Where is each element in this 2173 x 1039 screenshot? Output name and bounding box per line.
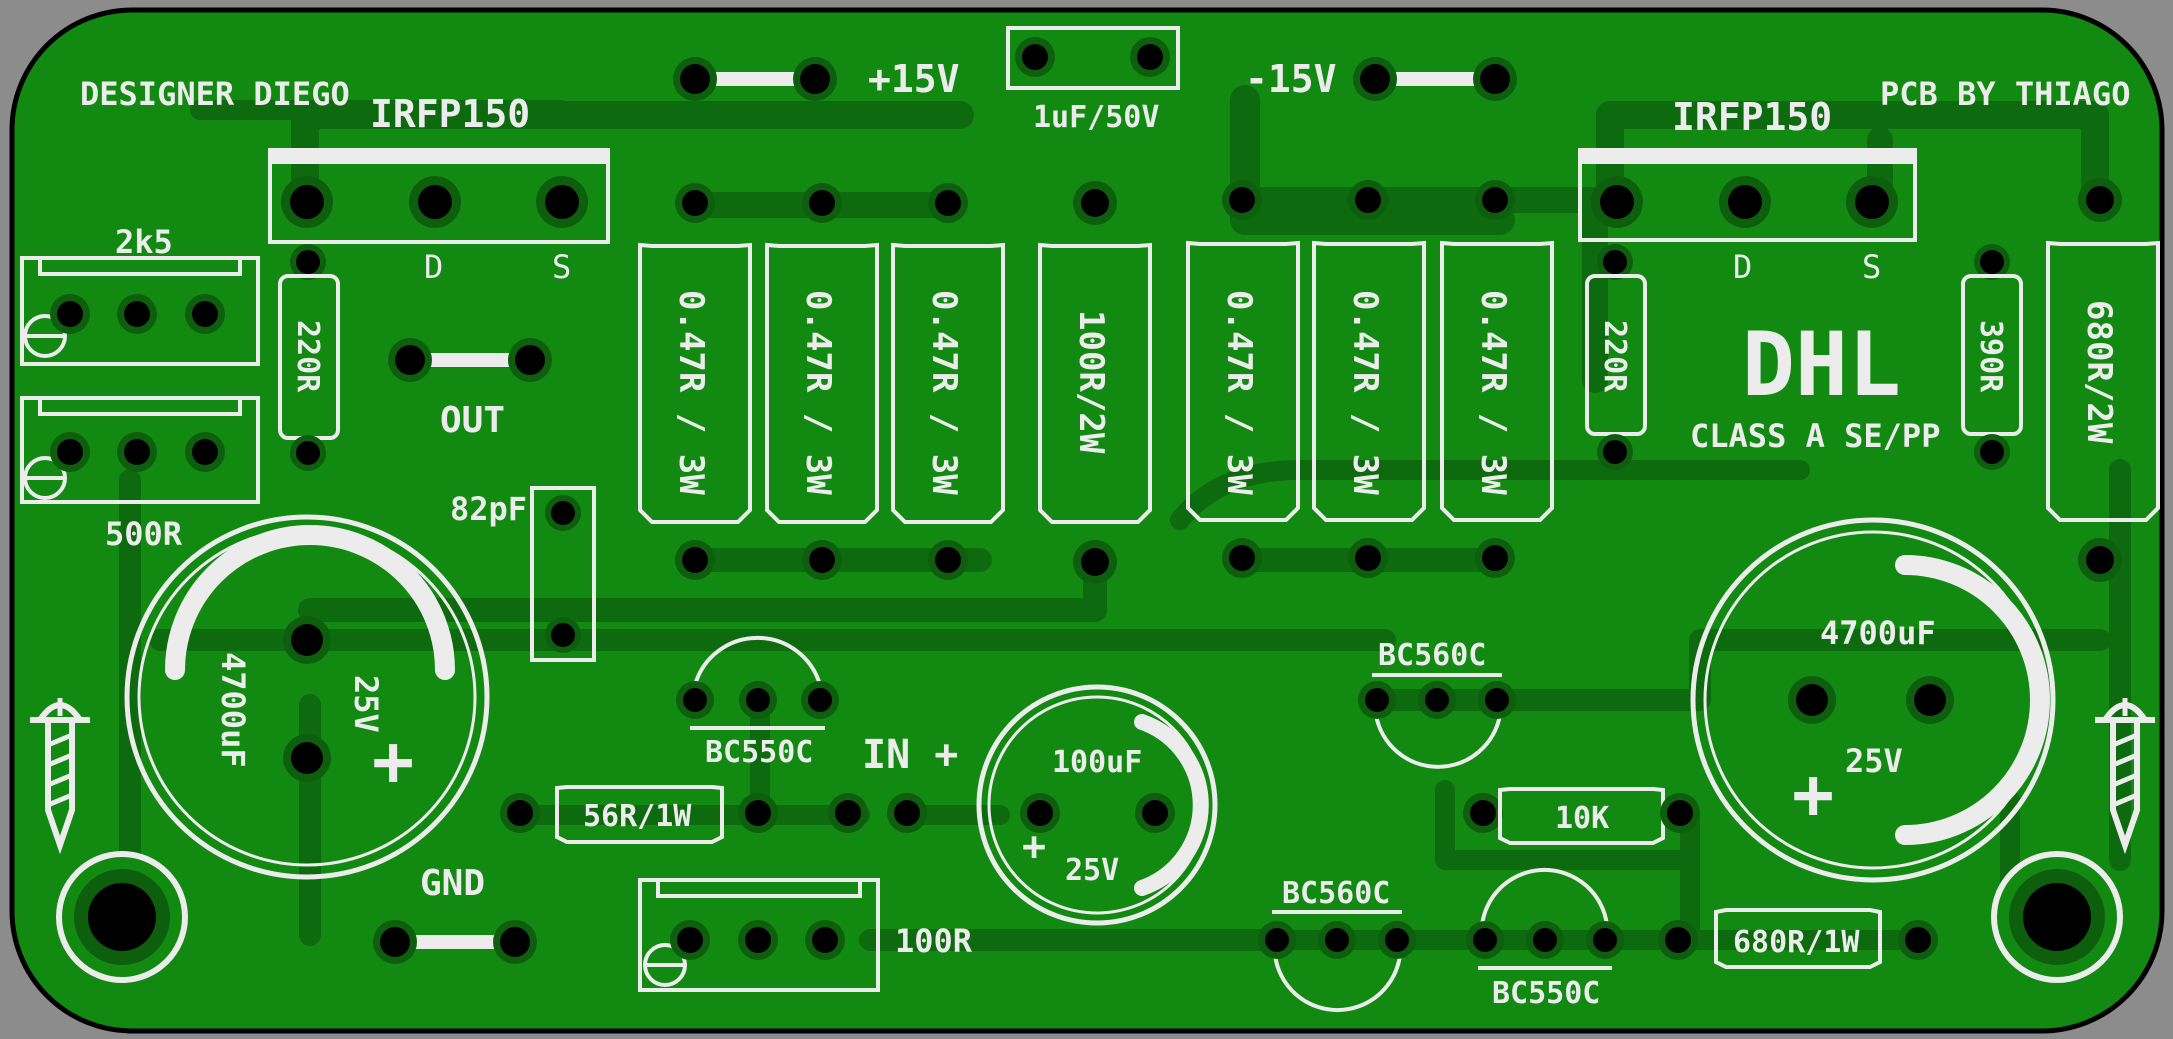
capacitor-4700uf-left-value: 4700uF <box>214 652 252 768</box>
power-resistor-label: 0.47R / 3W <box>924 290 964 495</box>
resistor-680r-1w: 680R/1W <box>1658 908 1938 969</box>
ground-label: GND <box>420 863 485 904</box>
capacitor-100uf: 100uF 25V + <box>976 684 1218 926</box>
power-resistor: 0.47R / 3W <box>1312 180 1426 578</box>
trimmer-500r-label: 500R <box>105 515 183 553</box>
capacitor-82pf: 82pF <box>450 486 596 662</box>
mounting-hole-left <box>56 851 188 983</box>
power-input-positive: +15V <box>673 57 960 101</box>
screw-icon <box>30 698 90 855</box>
transistor-bc550c-top-label: BC550C <box>705 735 813 770</box>
capacitor-100uf-voltage: 25V <box>1065 853 1119 888</box>
power-resistor-label: 100R/2W <box>1071 310 1111 454</box>
mosfet-left-source: S <box>552 248 571 286</box>
resistor-10k-label: 10K <box>1555 801 1609 836</box>
power-resistor: 0.47R / 3W <box>1440 180 1554 578</box>
input-label: IN + <box>862 732 958 778</box>
mosfet-left: IRFP150 D S <box>268 92 610 286</box>
resistor-56r-label: 56R/1W <box>583 799 692 834</box>
screw-icon <box>2095 698 2155 855</box>
capacitor-100uf-polarity: + <box>1022 824 1046 870</box>
power-input-negative: -15V <box>1245 57 1517 101</box>
capacitor-4700uf-right: 4700uF 25V + <box>1690 517 2056 883</box>
output-label: OUT <box>440 400 505 441</box>
capacitor-1uf: 1uF/50V <box>1006 26 1180 135</box>
capacitor-4700uf-right-polarity: + <box>1792 753 1834 835</box>
power-resistor-label: 0.47R / 3W <box>798 290 838 495</box>
resistor-680r-2w: 680R/2W <box>2046 178 2160 582</box>
power-resistor: 0.47R / 3W <box>638 183 752 580</box>
resistor-680r-1w-label: 680R/1W <box>1733 925 1860 960</box>
transistor-bc560c-bottom: BC560C <box>1258 876 1416 1013</box>
pcb-credit: PCB BY THIAGO <box>1880 75 2130 113</box>
trimmer-2k5: 2k5 <box>20 223 260 366</box>
power-resistor: 0.47R / 3W <box>765 183 879 580</box>
mosfet-left-drain: D <box>424 248 443 286</box>
capacitor-4700uf-left-polarity: + <box>372 720 414 802</box>
mosfet-left-label: IRFP150 <box>370 92 530 136</box>
power-resistor-label: 0.47R / 3W <box>1345 290 1385 495</box>
transistor-bc560c-top-label: BC560C <box>1378 638 1486 673</box>
capacitor-1uf-label: 1uF/50V <box>1033 100 1159 135</box>
transistor-bc560c-top: BC560C <box>1358 638 1516 769</box>
designer-credit: DESIGNER DIEGO <box>80 75 350 113</box>
resistor-390r: 390R <box>1961 244 2023 470</box>
ground-terminal: GND <box>373 863 537 964</box>
transistor-bc550c-top: BC550C <box>676 635 839 770</box>
capacitor-4700uf-left: 4700uF 25V + <box>124 514 490 880</box>
resistor-10k: 10K <box>1463 787 1700 845</box>
power-resistor: 0.47R / 3W <box>1186 180 1300 578</box>
resistor-680r-2w-label: 680R/2W <box>2079 300 2119 444</box>
resistor-220r-left-label: 220R <box>290 320 325 393</box>
copper-traces <box>119 85 2131 951</box>
trimmer-500r: 500R <box>20 396 260 553</box>
power-resistor: 0.47R / 3W <box>891 183 1005 580</box>
power-resistor: 100R/2W <box>1038 181 1152 584</box>
trimmer-100r: 100R <box>638 878 973 992</box>
capacitor-100uf-value: 100uF <box>1052 745 1142 780</box>
mounting-hole-right <box>1991 851 2123 983</box>
positive-rail-label: +15V <box>868 57 960 101</box>
resistor-220r-right: 220R <box>1585 244 1647 470</box>
capacitor-82pf-label: 82pF <box>450 490 527 528</box>
resistor-220r-right-label: 220R <box>1597 320 1632 393</box>
power-resistor-label: 0.47R / 3W <box>671 290 711 495</box>
output-terminal: OUT <box>388 338 552 441</box>
negative-rail-label: -15V <box>1245 57 1337 101</box>
mosfet-right-drain: D <box>1733 248 1752 286</box>
capacitor-4700uf-left-voltage: 25V <box>347 675 385 733</box>
capacitor-4700uf-right-value: 4700uF <box>1820 614 1936 652</box>
trimmer-2k5-label: 2k5 <box>115 223 173 261</box>
mosfet-right: IRFP150 D S <box>1578 95 1917 286</box>
capacitor-4700uf-right-voltage: 25V <box>1845 742 1903 780</box>
brand-subtitle: CLASS A SE/PP <box>1690 417 1940 455</box>
brand-name: DHL <box>1742 313 1901 416</box>
resistor-220r-left: 220R <box>278 244 340 471</box>
transistor-bc560c-bottom-label: BC560C <box>1282 876 1390 911</box>
mosfet-right-label: IRFP150 <box>1672 95 1832 139</box>
transistor-bc550c-bottom-label: BC550C <box>1492 976 1600 1011</box>
resistor-390r-label: 390R <box>1973 320 2008 393</box>
power-resistor-label: 0.47R / 3W <box>1219 290 1259 495</box>
mosfet-right-source: S <box>1862 248 1881 286</box>
power-resistor-label: 0.47R / 3W <box>1473 290 1513 495</box>
resistor-56r: 56R/1W <box>500 785 778 844</box>
trimmer-100r-label: 100R <box>895 922 973 960</box>
transistor-bc550c-bottom: BC550C <box>1466 867 1624 1011</box>
